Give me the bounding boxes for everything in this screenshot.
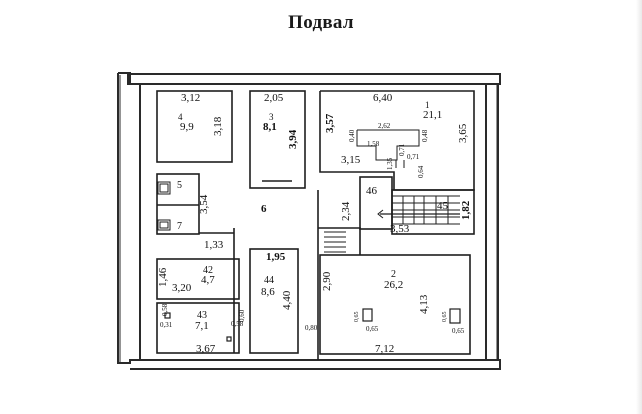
room-42-width: 3,20 — [172, 282, 192, 294]
room-1-left: 3,57 — [324, 113, 336, 133]
room-1-niche-width: 2,62 — [378, 122, 391, 130]
room-43-outline — [156, 302, 240, 354]
room-4-area: 9,9 — [180, 121, 194, 133]
room-1-step-depth: 1,35 — [386, 157, 394, 170]
room-46-depth: 2,34 — [340, 201, 352, 221]
room-6-number: 6 — [261, 203, 267, 215]
room-44-number: 44 — [264, 275, 274, 286]
room-44-outline — [249, 248, 299, 354]
room-3-area: 8,1 — [263, 121, 277, 133]
room-42-number: 42 — [203, 265, 213, 276]
room-44-door: 0,58 — [231, 320, 244, 328]
room-44-area: 8,6 — [261, 286, 275, 298]
room-1-step — [395, 160, 405, 168]
room-44-opening: 0,60 — [238, 309, 246, 322]
room-7-number: 7 — [177, 221, 182, 232]
room-45-width: 3,53 — [390, 223, 410, 235]
room-1-niche-inner: 1,58 — [367, 140, 380, 148]
room-2-width: 7,12 — [375, 343, 394, 355]
sink-fixtures — [157, 181, 171, 231]
plan-title: Подвал — [288, 12, 354, 33]
room-43-width: 3,67 — [196, 343, 216, 355]
room-42-depth: 1,46 — [157, 267, 169, 287]
room-2-depth: 4,13 — [418, 294, 430, 314]
room-6-width: 1,33 — [204, 239, 224, 251]
room-3-width: 2,05 — [264, 92, 284, 104]
room-5-depth: 3,54 — [198, 194, 210, 214]
room-5-number: 5 — [177, 180, 182, 191]
scan-edge — [636, 0, 642, 414]
corridor-steps — [324, 231, 346, 253]
room-6-passage: 1,95 — [266, 251, 286, 263]
room-3-depth: 3,94 — [287, 129, 299, 149]
room-4-width: 3,12 — [181, 92, 200, 104]
room-44-depth: 4,40 — [281, 290, 293, 310]
room-2-left: 2,90 — [321, 271, 333, 291]
room-45-number: 45 — [437, 200, 449, 212]
room-46-number: 46 — [366, 185, 378, 197]
room-43-column-a: 0,58 — [161, 303, 169, 316]
room-2-column-a-side: 0,65 — [354, 312, 360, 323]
room-2-number: 2 — [391, 269, 396, 280]
room-3-number: 3 — [269, 112, 274, 122]
room-2-column-b: 0,65 — [452, 327, 465, 335]
room-43-column-b: 0,31 — [160, 321, 173, 329]
room-2-column-a: 0,65 — [366, 325, 379, 333]
room-43-area: 7,1 — [195, 320, 209, 332]
room-1-bottom: 3,15 — [341, 154, 361, 166]
room-42-outline — [156, 258, 240, 300]
room-2-door: 0,80 — [305, 324, 318, 332]
room-2-column-b-side: 0,65 — [442, 312, 448, 323]
room-1-area: 21,1 — [423, 109, 442, 121]
room-labels: 3,12 4 9,9 3,18 2,05 3 8,1 3,94 6,40 1 2… — [157, 92, 472, 355]
room-1-number: 1 — [425, 100, 430, 110]
room-4-outline — [156, 90, 233, 163]
room-1-niche-left: 0,40 — [348, 129, 356, 142]
room-45-outline — [391, 189, 475, 235]
room-1-niche-right: 0,48 — [421, 129, 429, 142]
outer-walls — [117, 72, 501, 370]
stair-treads — [377, 195, 460, 225]
room-2-area: 26,2 — [384, 279, 403, 291]
room-2-outline — [319, 254, 471, 355]
room-43-number: 43 — [197, 310, 207, 321]
room-1-niche-a: 0,71 — [398, 143, 406, 156]
room-1-depth: 3,65 — [457, 123, 469, 143]
room-1-niche-c: 0,64 — [417, 165, 425, 178]
rooms-5-7-outline — [156, 173, 200, 235]
room-4-depth: 3,18 — [212, 116, 224, 136]
room-walls — [156, 90, 475, 360]
room-3-outline — [249, 90, 306, 189]
room-1-width: 6,40 — [373, 92, 393, 104]
room-42-area: 4,7 — [201, 274, 215, 286]
room-4-number: 4 — [178, 112, 183, 122]
room-1-niche-b: 0,71 — [407, 153, 420, 161]
room-1-outline — [319, 90, 475, 191]
room-45-depth: 1,82 — [460, 200, 472, 220]
columns — [164, 308, 461, 342]
